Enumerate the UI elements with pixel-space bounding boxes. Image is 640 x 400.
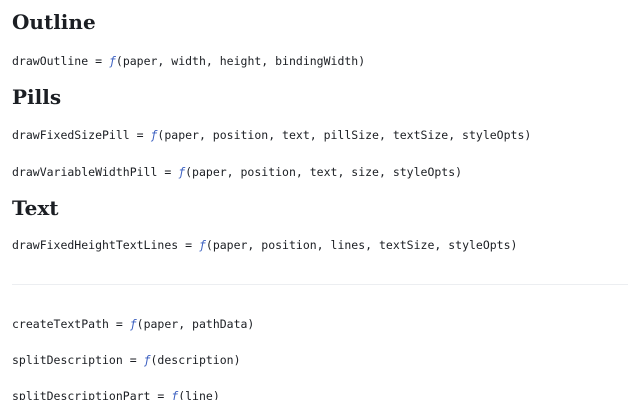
cell-name: drawOutline [12,54,89,68]
heading-text: Text [12,196,59,220]
cell-args: (paper, position, text, pillSize, textSi… [157,128,532,142]
function-icon: ƒ [150,128,158,142]
function-icon: ƒ [178,165,186,179]
cell-name: splitDescriptionPart [12,389,151,400]
cell-args: (line) [178,389,220,400]
cell-equals: = [178,238,199,252]
cell-args: (paper, width, height, bindingWidth) [115,54,366,68]
function-icon: ƒ [171,389,179,400]
cell-name: drawFixedHeightTextLines [12,238,179,252]
cell-equals: = [157,165,179,179]
cell-args: (paper, position, lines, textSize, style… [205,238,518,252]
cell-equals: = [150,389,172,400]
cell-args: (paper, position, text, size, styleOpts) [185,165,463,179]
cell-draw-fixed-size-pill[interactable]: drawFixedSizePill = ƒ(paper, position, t… [12,127,531,143]
function-icon: ƒ [108,54,116,68]
cell-name: drawFixedSizePill [12,128,130,142]
heading-pills: Pills [12,85,62,109]
cell-name: drawVariableWidthPill [12,165,158,179]
cell-args: (description) [150,353,241,367]
heading-outline: Outline [12,10,96,34]
cell-args: (paper, pathData) [136,317,255,331]
cell-create-text-path[interactable]: createTextPath = ƒ(paper, pathData) [12,316,254,332]
cell-name: splitDescription [12,353,123,367]
function-icon: ƒ [198,238,206,252]
cell-draw-outline[interactable]: drawOutline = ƒ(paper, width, height, bi… [12,53,365,69]
function-icon: ƒ [143,353,151,367]
cell-split-description[interactable]: splitDescription = ƒ(description) [12,352,241,368]
cell-equals: = [129,128,151,142]
cell-equals: = [122,353,144,367]
cell-name: createTextPath [12,317,109,331]
section-divider [12,284,628,285]
cell-equals: = [108,317,130,331]
cell-split-description-part[interactable]: splitDescriptionPart = ƒ(line) [12,388,220,400]
cell-draw-fixed-height-text-lines[interactable]: drawFixedHeightTextLines = ƒ(paper, posi… [12,237,517,253]
function-icon: ƒ [129,317,137,331]
cell-draw-variable-width-pill[interactable]: drawVariableWidthPill = ƒ(paper, positio… [12,164,462,180]
cell-equals: = [88,54,109,68]
